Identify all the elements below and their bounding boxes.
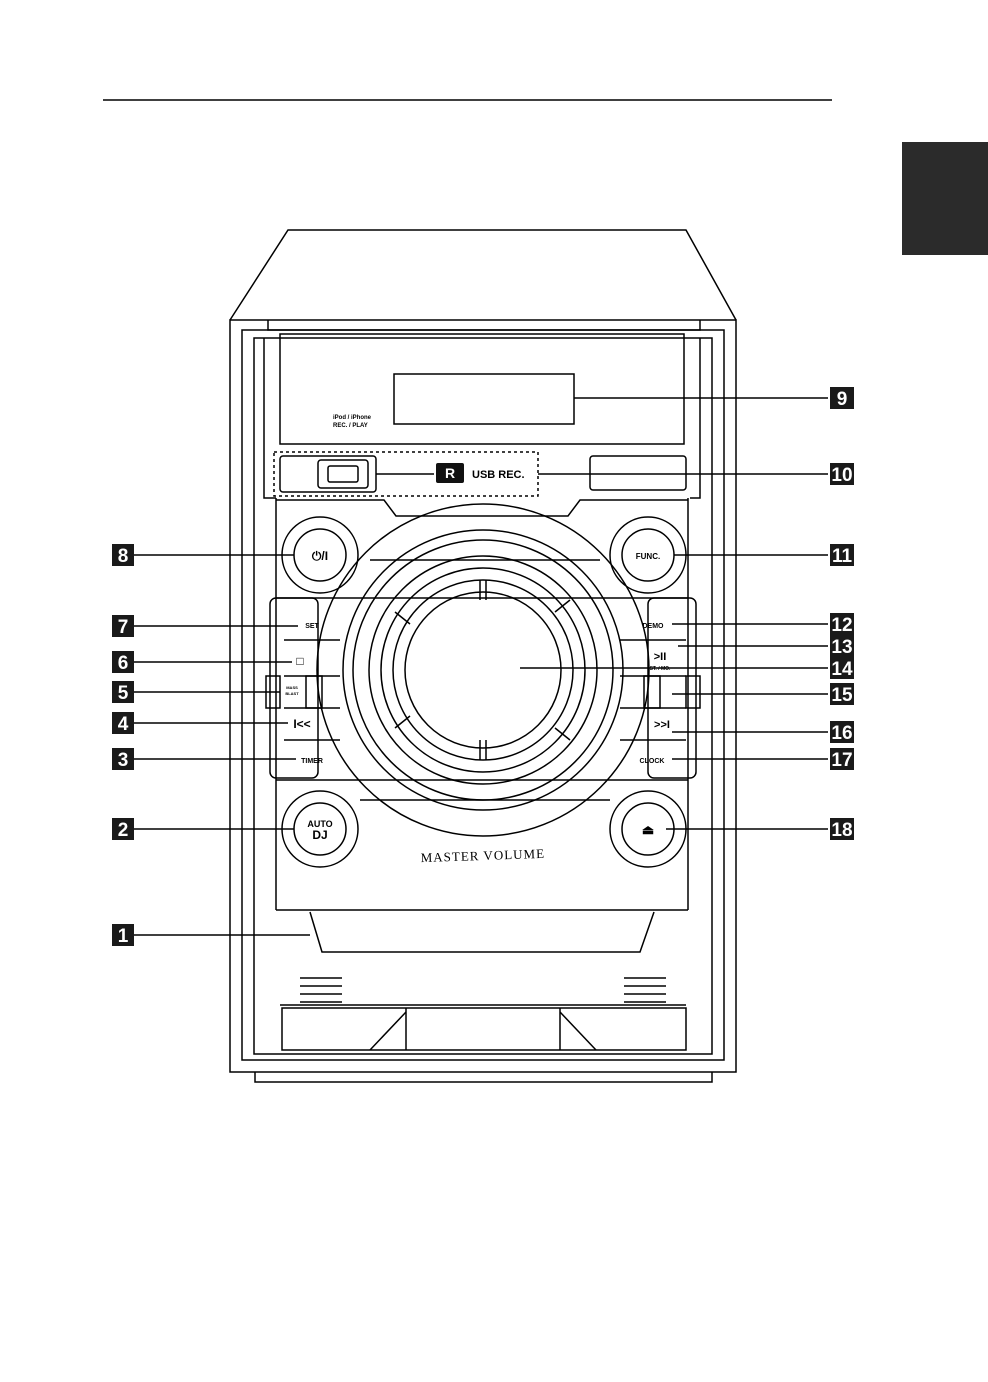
svg-text:9: 9 [837, 389, 848, 410]
eject-label: ⏏ [642, 822, 654, 837]
port-text-line-1: iPod / iPhone [333, 415, 372, 421]
svg-text:5: 5 [118, 683, 129, 704]
svg-text:15: 15 [831, 685, 853, 706]
stop-label: □ [296, 654, 303, 668]
svg-text:4: 4 [118, 714, 129, 735]
disc-tray [310, 912, 654, 952]
timer-label: TIMER [301, 758, 323, 765]
clock-label: CLOCK [640, 758, 665, 765]
port-text-line-2: REC. / PLAY [333, 423, 368, 429]
dj-label: DJ [312, 828, 327, 842]
power-label: ⏻/I [312, 549, 328, 563]
svg-text:8: 8 [118, 546, 129, 567]
svg-text:18: 18 [831, 820, 852, 841]
rec-badge-letter: R [445, 465, 455, 481]
svg-text:6: 6 [118, 653, 129, 674]
svg-text:1: 1 [118, 926, 129, 947]
master-volume-label: MASTER VOLUME [420, 846, 545, 865]
svg-text:2: 2 [118, 820, 129, 841]
usb-rec-label: USB REC. [472, 469, 525, 481]
play-pause-label: >II [654, 651, 667, 663]
st-mo-label: ST. / MO. [650, 666, 671, 672]
func-label: FUNC. [636, 552, 660, 561]
svg-text:12: 12 [831, 615, 852, 636]
set-label: SET [305, 623, 319, 630]
svg-text:16: 16 [831, 723, 852, 744]
usb-port [318, 460, 368, 488]
svg-text:7: 7 [118, 617, 129, 638]
svg-text:14: 14 [831, 659, 853, 680]
demo-label: DEMO [643, 623, 665, 630]
prev-label: I<< [293, 717, 310, 731]
svg-text:10: 10 [831, 465, 852, 486]
master-volume-knob [405, 592, 561, 748]
section-tab [902, 142, 988, 255]
svg-text:3: 3 [118, 750, 129, 771]
master-volume-ring [317, 504, 649, 836]
mass-label: MASS [286, 685, 298, 690]
svg-text:17: 17 [831, 750, 852, 771]
blast-label: BLAST [285, 691, 299, 696]
next-label: >>I [654, 719, 670, 731]
display-window [394, 374, 574, 424]
svg-text:13: 13 [831, 637, 852, 658]
svg-text:11: 11 [832, 546, 853, 567]
